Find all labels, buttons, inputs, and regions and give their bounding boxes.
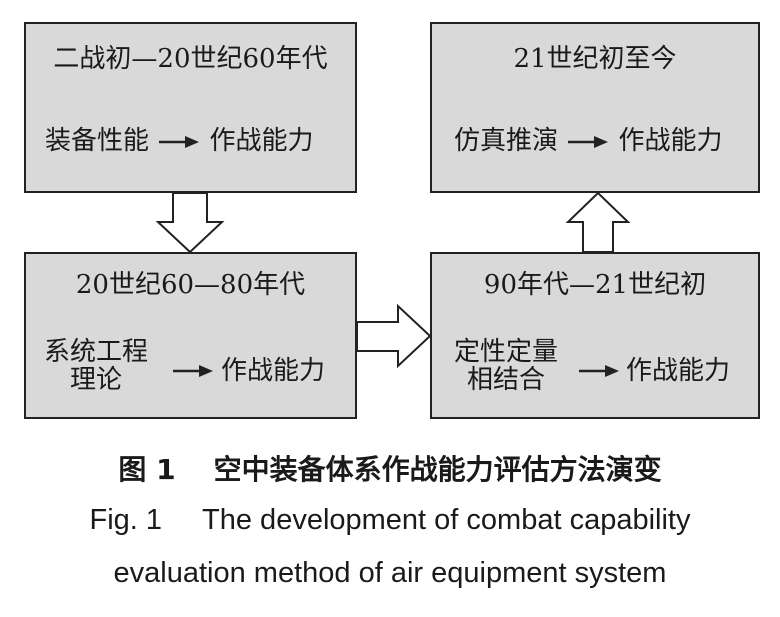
stage-4-result: 作战能力: [618, 126, 723, 156]
right-arrow-icon: [568, 136, 609, 148]
stage-2-period: 20世纪60—80年代: [75, 270, 306, 300]
stage-3-method-line-2: 相结合: [466, 365, 545, 395]
stage-box-2: 20世纪60—80年代 系统工程 理论 作战能力: [24, 252, 357, 419]
right-arrow-icon: [173, 365, 213, 377]
stage-box-1: 二战初—20世纪60年代 装备性能 作战能力: [24, 22, 357, 193]
stage-4-method: 仿真推演: [454, 126, 559, 156]
stage-box-3: 90年代—21世纪初 定性定量 相结合 作战能力: [430, 252, 760, 419]
caption-cn-label: 图 1: [118, 453, 176, 486]
stage-1-method-row: 装备性能 作战能力: [45, 126, 314, 156]
right-arrow-icon: [579, 365, 619, 377]
caption-en-title-1: The development of combat capability: [202, 504, 691, 536]
right-block-arrow: [356, 303, 432, 369]
right-arrow-icon: [159, 136, 200, 148]
stage-box-4: 21世纪初至今 仿真推演 作战能力: [430, 22, 760, 193]
stage-4-method-row: 仿真推演 作战能力: [454, 126, 723, 156]
stage-1-method: 装备性能: [45, 126, 150, 156]
down-block-arrow: [155, 192, 225, 254]
caption-en-line-2: evaluation method of air equipment syste…: [113, 557, 667, 589]
stage-1-result: 作战能力: [209, 126, 314, 156]
stage-3-method: 定性定量 相结合: [450, 338, 562, 394]
stage-3-period: 90年代—21世纪初: [483, 270, 707, 300]
stage-2-result: 作战能力: [221, 356, 326, 386]
caption-cn-title: 空中装备体系作战能力评估方法演变: [213, 453, 662, 486]
stage-2-method-line-1: 系统工程: [43, 337, 148, 367]
up-block-arrow: [565, 191, 631, 253]
stage-2-method-line-2: 理论: [69, 365, 122, 395]
stage-3-result: 作战能力: [626, 356, 731, 386]
caption-en-line-1: Fig. 1 The development of combat capabili…: [0, 504, 780, 537]
stage-4-period: 21世纪初至今: [513, 44, 677, 74]
stage-3-method-line-1: 定性定量: [453, 337, 558, 367]
stage-1-period: 二战初—20世纪60年代: [53, 44, 328, 74]
caption-cn: 图 1 空中装备体系作战能力评估方法演变: [0, 448, 780, 488]
caption-en-label: Fig. 1: [89, 504, 163, 536]
stage-2-method: 系统工程 理论: [40, 338, 152, 394]
